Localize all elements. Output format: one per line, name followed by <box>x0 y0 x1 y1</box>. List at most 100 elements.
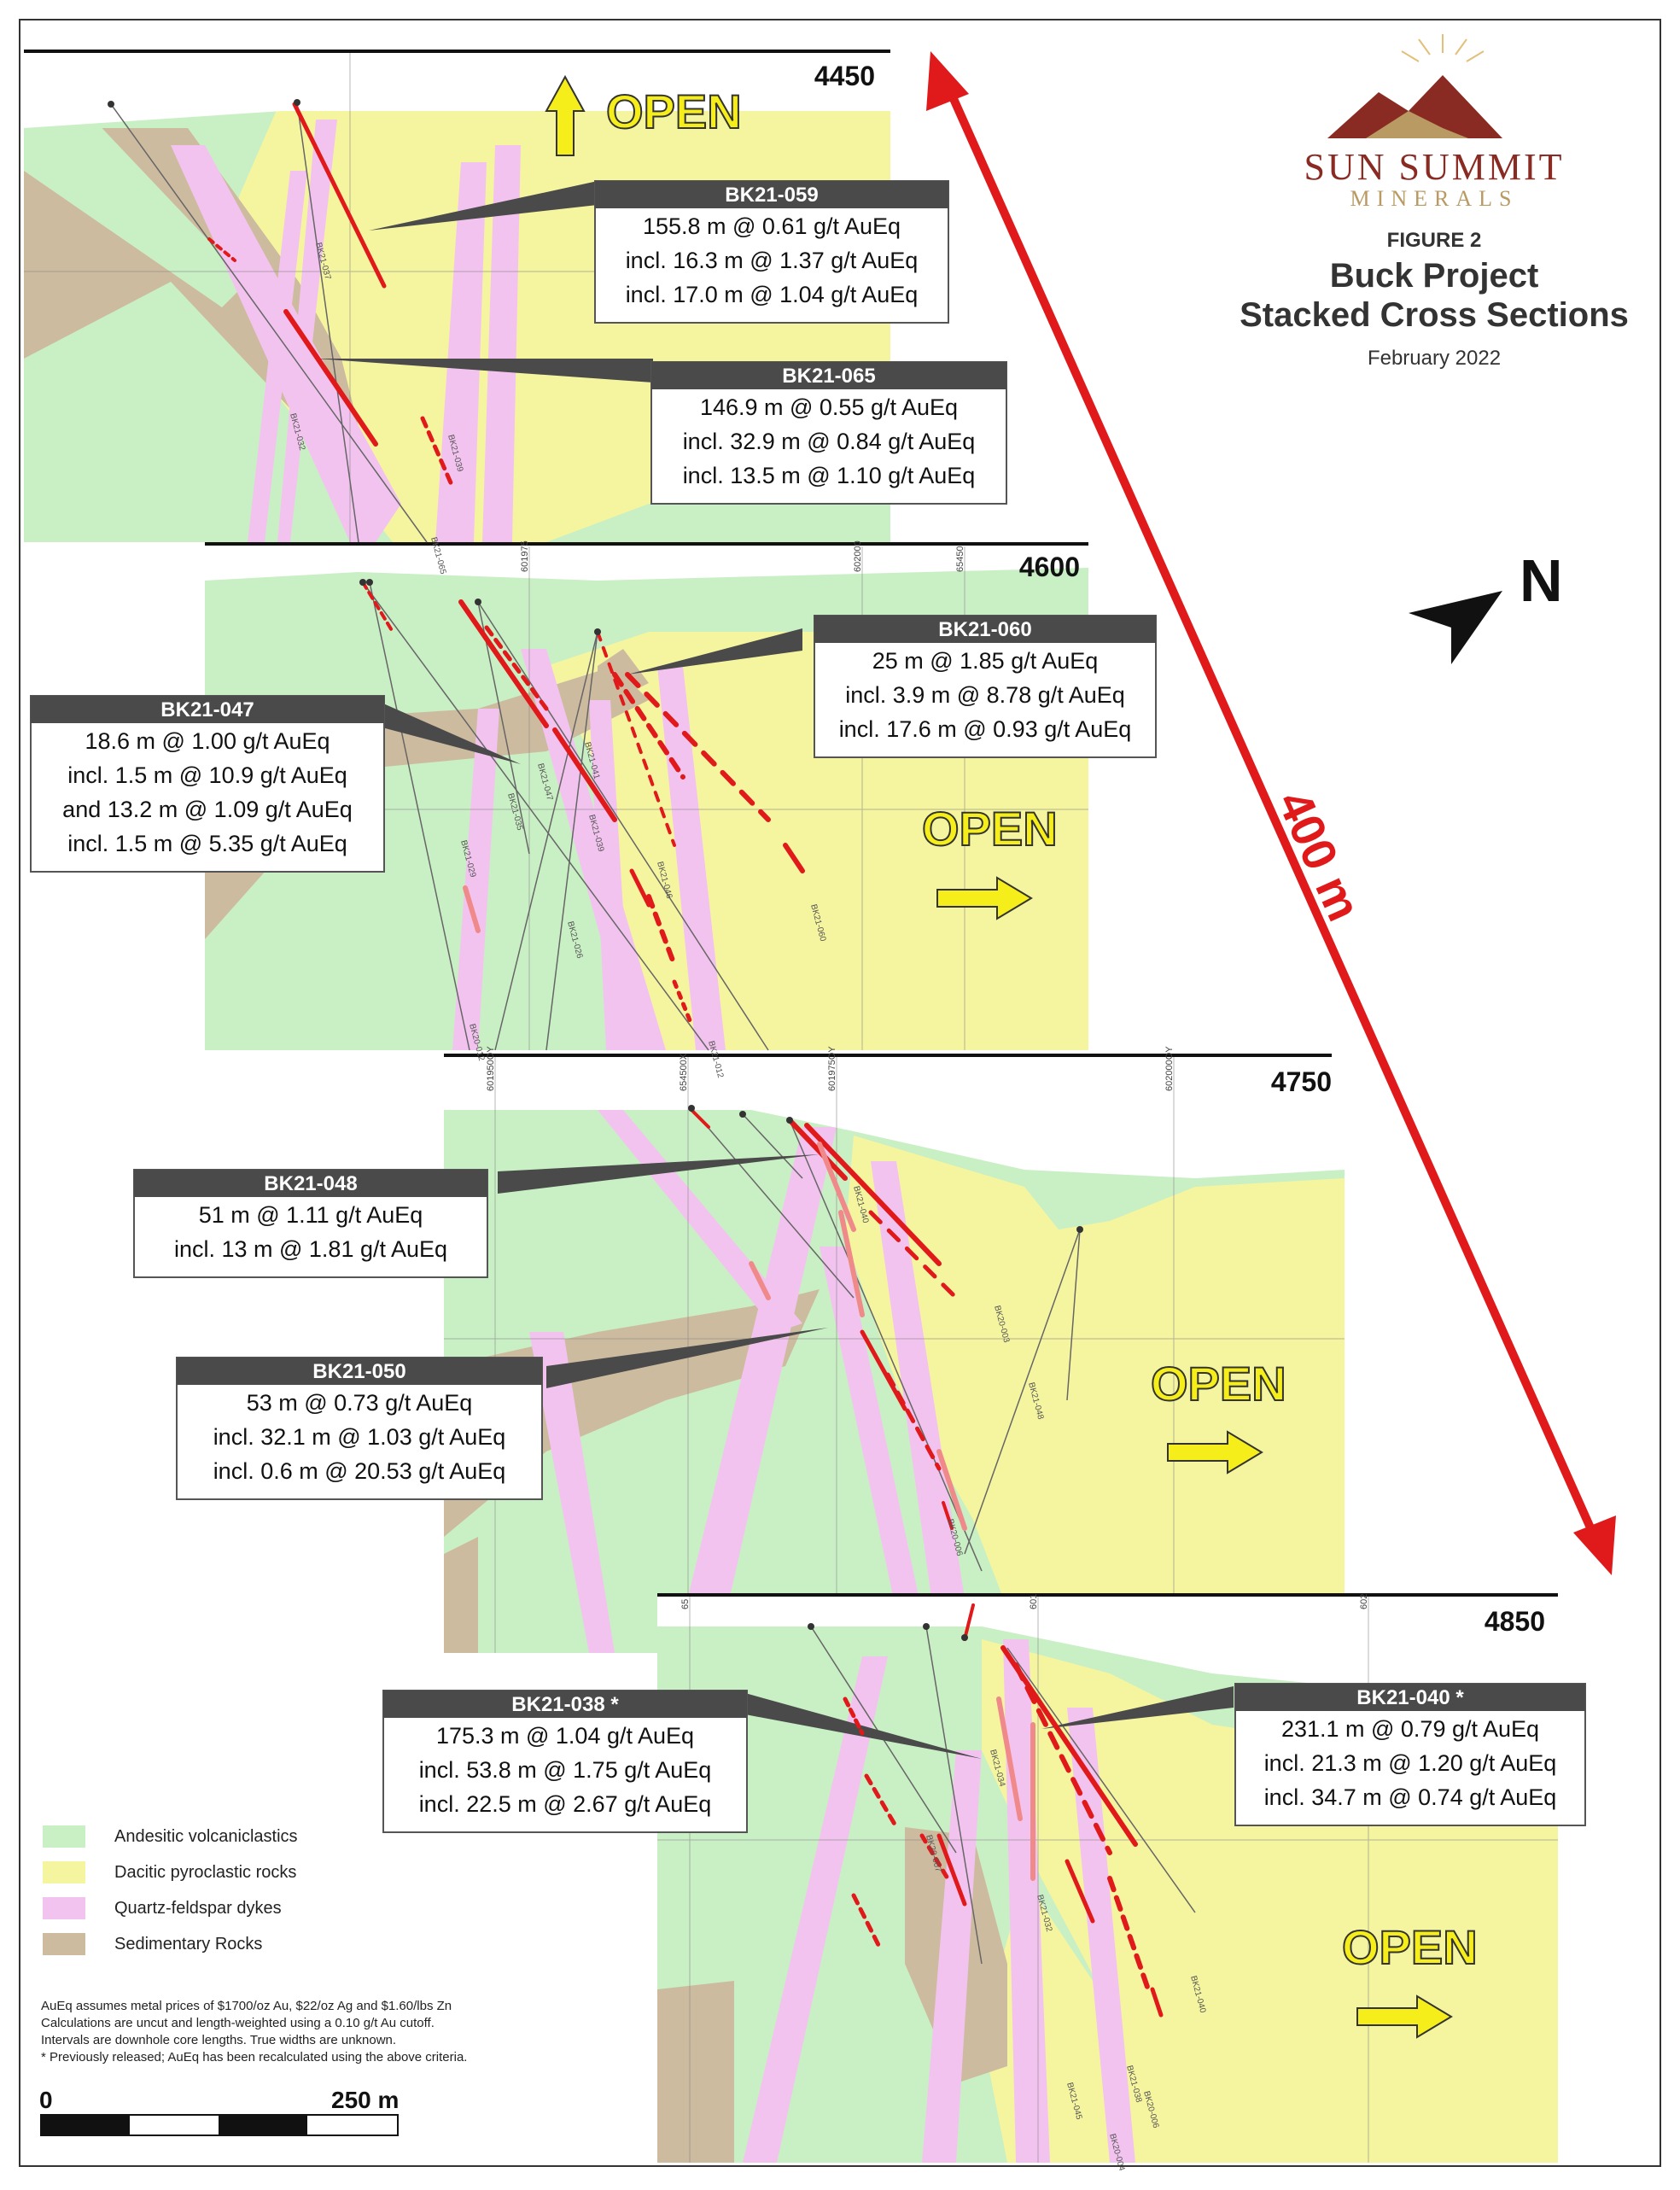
legend-swatch-dacite <box>43 1861 85 1883</box>
callout-hole-id: BK21-048 <box>264 1172 357 1195</box>
mineralized-intercept <box>1065 1859 1095 1924</box>
low-grade-intercept <box>463 885 481 933</box>
drill-collar <box>294 99 300 106</box>
open-label: OPEN <box>1151 1357 1286 1410</box>
callout-hole-id: BK21-050 <box>312 1360 405 1383</box>
figure-title-line2: Stacked Cross Sections <box>1240 296 1629 334</box>
mineralized-intercept <box>596 630 676 847</box>
drill-collar <box>961 1634 968 1641</box>
open-label: OPEN <box>606 85 742 138</box>
grid-coordinate-label: 65450 <box>955 546 965 572</box>
callout-intercept-line: incl. 0.6 m @ 20.53 g/t AuEq <box>213 1458 506 1484</box>
callout-header <box>814 616 1156 643</box>
callout-hole-id: BK21-038 * <box>511 1693 619 1716</box>
callout-hole-id: BK21-059 <box>725 184 818 207</box>
legend-label: Quartz-feldspar dykes <box>114 1899 282 1918</box>
drill-collar <box>786 1117 793 1124</box>
callout-intercept-line: 155.8 m @ 0.61 g/t AuEq <box>643 213 901 239</box>
section-4750 <box>444 1055 1345 1653</box>
mineralized-intercept <box>672 979 694 1027</box>
callout-intercept-line: incl. 17.6 m @ 0.93 g/t AuEq <box>839 716 1132 742</box>
figure-border <box>19 19 1661 2167</box>
callout-intercept-line: incl. 3.9 m @ 8.78 g/t AuEq <box>845 682 1125 708</box>
callout-intercept-line: incl. 13.5 m @ 1.10 g/t AuEq <box>683 463 976 488</box>
mineralized-intercept <box>629 868 651 908</box>
mineralized-intercept <box>851 1893 882 1949</box>
low-grade-intercept <box>749 1261 771 1300</box>
mineralized-intercept <box>963 1603 975 1641</box>
mineralized-intercept <box>1000 1645 1138 1847</box>
mineralized-intercept <box>919 1833 950 1881</box>
figure-label: FIGURE 2 <box>1386 229 1482 252</box>
section-name: 4750 <box>1271 1066 1332 1097</box>
callout-intercept-line: incl. 1.5 m @ 10.9 g/t AuEq <box>67 762 347 788</box>
callout-intercept-line: incl. 22.5 m @ 2.67 g/t AuEq <box>419 1791 712 1817</box>
drill-collar <box>475 599 481 605</box>
callout-intercept-line: incl. 13 m @ 1.81 g/t AuEq <box>174 1236 447 1262</box>
mineralized-intercept <box>1150 1987 1164 2018</box>
callout-hole-id: BK21-060 <box>938 618 1031 641</box>
footnote: * Previously released; AuEq has been rec… <box>41 2050 468 2064</box>
mineralized-intercept <box>420 416 455 489</box>
drill-collar <box>366 579 373 586</box>
drill-traces <box>110 102 1196 1965</box>
low-grade-intercept <box>996 1697 1023 1821</box>
mineralized-intercept <box>868 1210 959 1300</box>
mineralized-intercept <box>1107 1876 1151 1992</box>
figure-title: Buck Project Stacked Cross Sections <box>1229 256 1639 335</box>
callout-intercept-line: incl. 53.8 m @ 1.75 g/t AuEq <box>419 1757 712 1783</box>
open-label: OPEN <box>922 802 1058 856</box>
callout-header <box>177 1358 542 1385</box>
callout-header <box>31 696 384 723</box>
drill-collar <box>108 101 114 108</box>
open-arrow-right <box>1356 1994 1453 2039</box>
callout-header <box>595 181 948 208</box>
grid-coordinate-label: 601 <box>1029 1594 1039 1609</box>
callout-intercept-line: 25 m @ 1.85 g/t AuEq <box>872 648 1099 674</box>
callout-intercept-line: 53 m @ 0.73 g/t AuEq <box>247 1390 473 1416</box>
open-arrow-up <box>545 74 586 156</box>
callout-intercept-line: incl. 17.0 m @ 1.04 g/t AuEq <box>626 282 919 307</box>
callout-intercept-line: incl. 21.3 m @ 1.20 g/t AuEq <box>1264 1750 1557 1776</box>
legend-label: Dacitic pyroclastic rocks <box>114 1863 297 1882</box>
callout-intercept-line: 51 m @ 1.11 g/t AuEq <box>199 1202 423 1228</box>
callout-pointers <box>316 181 1234 1759</box>
callout-intercept-line: incl. 32.9 m @ 0.84 g/t AuEq <box>683 429 976 454</box>
mineralized-intercept <box>864 1773 899 1830</box>
section-name: 4450 <box>814 61 875 91</box>
section-name: 4600 <box>1019 552 1080 582</box>
mineralized-intercept <box>207 237 236 262</box>
mineralized-intercept <box>804 1123 942 1266</box>
north-arrow <box>1409 591 1502 664</box>
legend-swatch-andesite <box>43 1825 85 1848</box>
legend-label: Andesitic volcaniclastics <box>114 1827 298 1846</box>
footnote: Calculations are uncut and length-weight… <box>41 2016 435 2030</box>
callout-hole-id: BK21-040 * <box>1356 1686 1464 1709</box>
legend-swatch-dyke <box>43 1897 85 1919</box>
mineralized-intercept <box>458 599 549 728</box>
grid-coordinate-label: 601975OY <box>827 1046 837 1091</box>
callout-intercept-line: incl. 1.5 m @ 5.35 g/t AuEq <box>67 831 347 856</box>
section-name: 4850 <box>1485 1606 1545 1637</box>
drill-collar <box>594 628 601 635</box>
figure-date: February 2022 <box>1367 347 1502 370</box>
drill-collar <box>739 1111 746 1118</box>
callout-hole-id: BK21-047 <box>160 698 254 721</box>
callout-header <box>1235 1684 1585 1711</box>
scale-bar <box>40 2114 399 2136</box>
mineralized-intercept <box>361 581 394 634</box>
grid-coordinate-label: 602 <box>1359 1594 1369 1609</box>
callout-intercept-line: incl. 32.1 m @ 1.03 g/t AuEq <box>213 1424 506 1450</box>
mineralized-intercept <box>690 1108 710 1129</box>
company-name: SUN SUMMIT <box>1304 146 1565 188</box>
footnote: AuEq assumes metal prices of $1700/oz Au… <box>41 1999 452 2013</box>
mineralized-intercept <box>942 1501 954 1530</box>
mineralized-intercept <box>484 625 549 711</box>
open-arrow-right <box>1167 1430 1263 1475</box>
mineralized-intercept <box>843 1697 865 1736</box>
grid-coordinate-label: 601950OY <box>486 1046 496 1091</box>
grid-coordinate-label: 65 <box>680 1599 691 1609</box>
callout-intercept-line: 146.9 m @ 0.55 g/t AuEq <box>700 394 958 420</box>
